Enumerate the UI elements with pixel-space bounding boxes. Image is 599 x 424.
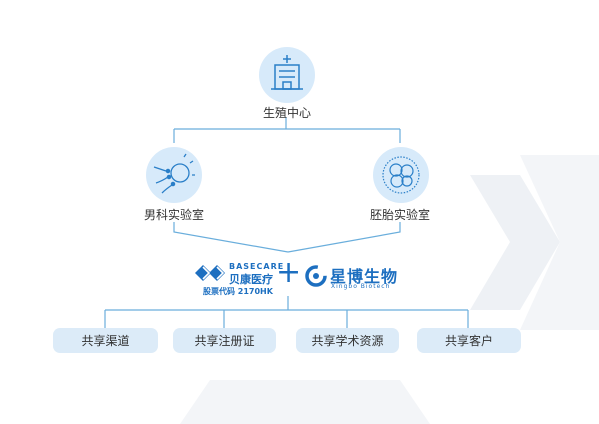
pill-shared-channels: 共享渠道: [53, 328, 158, 353]
plus-sign: +: [276, 255, 302, 290]
xingbo-name-cn: 星博生物: [330, 267, 399, 286]
node-label-top: 生殖中心: [262, 106, 311, 120]
xingbo-logo-icon: [305, 265, 327, 287]
basecare-name-en: BASECARE: [229, 262, 285, 271]
hospital-icon: [259, 47, 315, 103]
basecare-logo-icon: [195, 265, 225, 281]
pill-shared-registration: 共享注册证: [173, 328, 276, 353]
node-label-right: 胚胎实验室: [369, 208, 430, 222]
basecare-stock-code: 股票代码 2170HK: [203, 287, 273, 296]
node-label-left: 男科实验室: [143, 208, 204, 222]
pill-shared-academic: 共享学术资源: [296, 328, 399, 353]
pill-shared-customers: 共享客户: [417, 328, 521, 353]
sperm-egg-icon: [146, 147, 202, 203]
basecare-name-cn: 贝康医疗: [229, 273, 273, 286]
xingbo-name-en: Xingbo Biotech: [331, 283, 391, 290]
embryo-cells-icon: [373, 147, 429, 203]
